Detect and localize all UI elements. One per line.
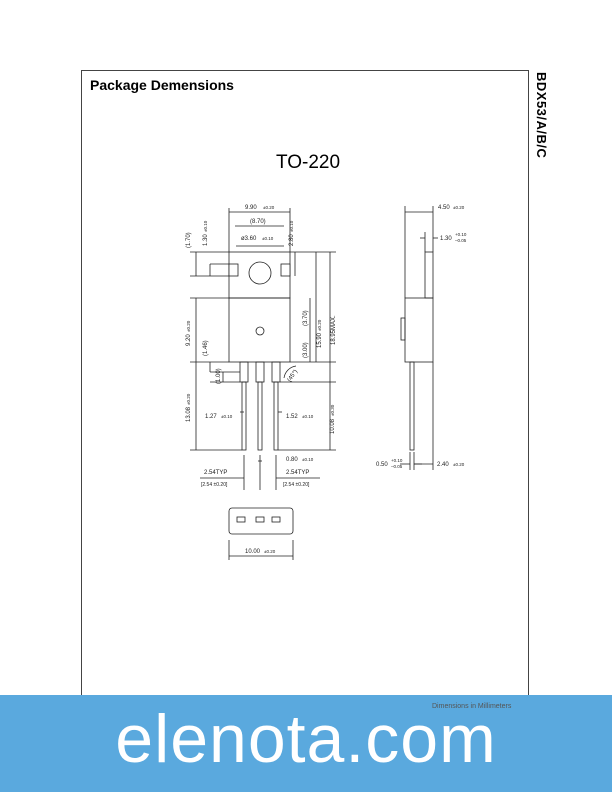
side-tab	[424, 251, 434, 299]
dim-side-050: 0.50	[376, 462, 388, 468]
dim-left-170: (1.70)	[186, 232, 192, 248]
side-bump	[400, 317, 406, 341]
tab-notch-right	[280, 263, 291, 277]
dim-left-920: 9.20	[186, 334, 192, 346]
dim-hole-tol: ±0.10	[262, 236, 274, 241]
dim-side-130-plus: +0.10	[455, 232, 467, 237]
dim-angle: (45°)	[287, 369, 299, 383]
bottom-body	[228, 507, 294, 535]
dim-lead-080-tol: ±0.10	[302, 457, 314, 462]
dim-left-920-tol: ±0.20	[186, 320, 191, 332]
dim-side-450-tol: ±0.20	[453, 205, 465, 210]
front-view	[190, 208, 336, 490]
footer-note: Dimensions in Millimeters	[432, 703, 512, 710]
bottom-pin-1	[236, 516, 246, 523]
dim-lead-080: 0.80	[286, 457, 298, 463]
bottom-pin-3	[271, 516, 281, 523]
dim-pitch-right: 2.54TYP	[286, 470, 309, 476]
dim-right-280: 2.80	[289, 234, 295, 246]
dim-max-1895: 18.95MAX.	[331, 315, 337, 345]
package-name: TO-220	[276, 152, 341, 173]
lead-shoulder-2	[255, 361, 265, 383]
dim-mid-1590-tol: ±0.20	[317, 319, 322, 331]
dim-top-width: 9.90	[245, 205, 257, 211]
dim-hole-dia: ø3.60	[241, 236, 257, 242]
dim-mid-370: (3.70)	[303, 310, 309, 326]
dim-side-130: 1.30	[440, 236, 452, 242]
lead-1	[241, 381, 247, 451]
dim-left-130: 1.30	[203, 234, 209, 246]
lead-shoulder-1	[239, 361, 249, 383]
dim-mid-300: (3.00)	[303, 342, 309, 358]
dim-left-146: (1.46)	[203, 340, 209, 356]
lead-2	[257, 381, 263, 451]
front-body	[228, 297, 291, 363]
dim-side-240-tol: ±0.20	[453, 462, 465, 467]
dim-mid-1590: 15.90	[317, 332, 323, 348]
tab-notch-left	[228, 263, 239, 277]
dim-side-240: 2.40	[437, 462, 449, 468]
dim-lead-127: 1.27	[205, 414, 217, 420]
dim-pitch-left: 2.54TYP	[204, 470, 227, 476]
bottom-view	[228, 507, 294, 560]
dim-lead-152-tol: ±0.10	[302, 414, 314, 419]
dim-lead-127-tol: ±0.10	[221, 414, 233, 419]
section-heading: Package Demensions	[90, 77, 234, 93]
body-dot	[255, 326, 265, 336]
dim-left-130-tol: ±0.10	[203, 220, 208, 232]
lead-3	[273, 381, 279, 451]
dim-bottom-1000: 10.00	[245, 549, 261, 555]
side-lead	[409, 361, 415, 451]
dim-right-1008-tol: ±0.30	[330, 404, 335, 416]
dim-side-130-minus: –0.05	[455, 238, 467, 243]
dim-left-1308-tol: ±0.20	[186, 393, 191, 405]
watermark-band	[0, 695, 612, 792]
bottom-pin-2	[255, 516, 265, 523]
dim-left-1308: 13.08	[186, 406, 192, 422]
dim-bottom-1000-tol: ±0.20	[264, 549, 276, 554]
dim-inner-width: (8.70)	[250, 219, 266, 225]
watermark-text: elenota.com	[115, 701, 497, 777]
side-view	[400, 206, 438, 470]
dim-lead-152: 1.52	[286, 414, 298, 420]
dim-pitch-left-b: [2.54 ±0.20]	[201, 482, 228, 488]
mounting-hole	[248, 261, 272, 285]
dim-top-width-tol: ±0.20	[263, 205, 275, 210]
dim-left-100: (1.00)	[216, 368, 222, 384]
dim-side-050-plus: +0.10	[391, 458, 403, 463]
dimension-labels: 9.90 ±0.20 (8.70) ø3.60 ±0.10 (1.70) 1.3…	[186, 205, 467, 555]
dim-side-450: 4.50	[438, 205, 450, 211]
dim-right-280-tol: ±0.10	[289, 220, 294, 232]
lead-shoulder-3	[271, 361, 281, 383]
dim-pitch-right-b: [2.54 ±0.20]	[283, 482, 310, 488]
dim-side-050-minus: –0.05	[391, 464, 403, 469]
side-body	[404, 297, 434, 363]
part-number-title: BDX53/A/B/C	[534, 72, 549, 159]
dim-right-1008: 10.08	[330, 418, 336, 434]
